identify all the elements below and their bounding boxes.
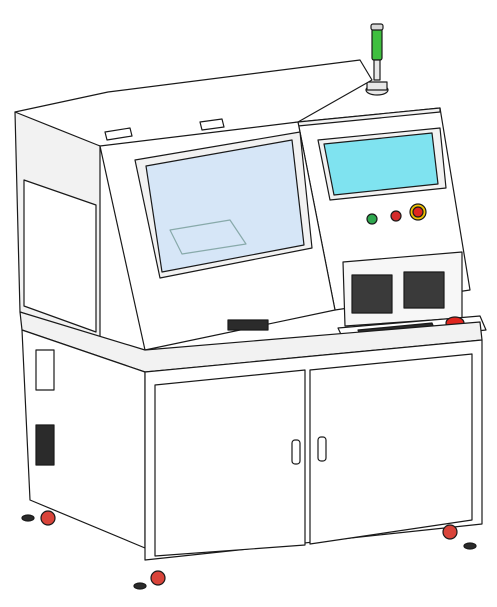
signal-tower: [365, 23, 389, 96]
pc-front-panel-left: [351, 274, 393, 314]
viewing-window: [145, 139, 305, 273]
start-button: [366, 213, 378, 225]
upper-body: [14, 59, 373, 351]
left-door-handle: [291, 439, 301, 465]
caster-front-right: [442, 524, 458, 540]
caster-front-left: [150, 570, 166, 586]
emergency-stop-button: [412, 206, 424, 218]
hinge-right: [199, 118, 225, 131]
leveling-foot-front-left: [133, 582, 147, 590]
side-vent: [35, 424, 55, 466]
signal-tower-mount: [366, 81, 388, 91]
left-side-access-panel: [23, 179, 97, 333]
casters: [21, 510, 477, 590]
base-cabinet: [19, 311, 483, 561]
pc-front-panel-right: [403, 271, 445, 309]
hinge-left: [104, 127, 133, 141]
left-door: [154, 369, 306, 557]
caster-rear-left: [40, 510, 56, 526]
leveling-foot-rear-left: [21, 514, 35, 522]
side-outlet: [35, 349, 55, 391]
right-door: [309, 353, 473, 545]
work-table: [169, 219, 247, 255]
signal-tower-cap: [370, 23, 384, 31]
leveling-foot-front-right: [463, 542, 477, 550]
signal-tower-pole: [373, 59, 381, 81]
door-handle: [227, 319, 269, 331]
stop-button: [390, 210, 402, 222]
hmi-screen: [323, 132, 439, 196]
right-door-handle: [317, 436, 327, 462]
signal-tower-green-light: [371, 27, 383, 61]
